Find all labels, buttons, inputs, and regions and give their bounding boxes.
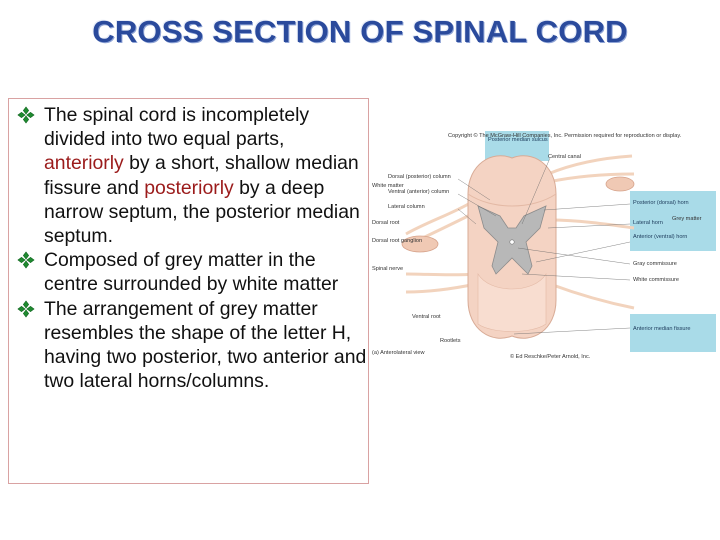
spinal-cord-illustration: Copyright © The McGraw-Hill Companies, I… [372, 131, 716, 360]
bullet-text: Composed of grey matter in the centre su… [44, 249, 339, 296]
right-ganglion [605, 176, 635, 192]
label-anterior-median-fissure: Anterior median fissure [633, 326, 691, 332]
spinal-cord-diagram: Copyright © The McGraw-Hill Companies, I… [372, 124, 720, 368]
label-white-commissure: White commissure [633, 277, 679, 283]
label-dorsal-column: Dorsal (posterior) column [388, 174, 451, 180]
label-dorsal-root: Dorsal root [372, 220, 400, 226]
bullet-text: by a short, shallow median fissure and [44, 152, 359, 199]
leader-lines [457, 157, 631, 335]
label-lateral-column: Lateral column [388, 204, 425, 210]
bullet-item: The spinal cord is incompletely divided … [15, 103, 367, 248]
diamond-bullet-icon [17, 106, 35, 124]
bullet-item: Composed of grey matter in the centre su… [15, 248, 367, 296]
label-anterior-horn: Anterior (ventral) horn [633, 234, 687, 240]
label-lateral-horn: Lateral horn [633, 220, 663, 226]
label-panel-horns [630, 191, 716, 251]
bullet-list: The spinal cord is incompletely divided … [15, 103, 367, 393]
bullet-text: The arrangement of grey matter resembles… [44, 297, 367, 393]
text-panel: The spinal cord is incompletely divided … [8, 98, 369, 484]
diamond-bullet-icon [17, 300, 35, 318]
bullet-text: The spinal cord is incompletely divided … [44, 104, 310, 151]
page-title: CROSS SECTION OF SPINAL CORD [92, 14, 628, 49]
diamond-bullet-icon [17, 251, 35, 269]
dorsal-root-ganglion [401, 235, 439, 253]
bullet-item: The arrangement of grey matter resembles… [15, 297, 367, 394]
label-ventral-column: Ventral (anterior) column [388, 189, 449, 195]
label-ventral-root: Ventral root [412, 314, 441, 320]
central-canal [509, 239, 515, 245]
copyright-top: Copyright © The McGraw-Hill Companies, I… [448, 132, 682, 139]
label-white-matter: White matter [372, 183, 404, 189]
label-central-canal: Central canal [548, 154, 581, 160]
label-posterior-horn: Posterior (dorsal) horn [633, 200, 689, 206]
highlighted-term: posteriorly [144, 176, 234, 199]
label-gray-commissure: Gray commissure [633, 261, 677, 267]
label-dorsal-root-ganglion: Dorsal root ganglion [372, 238, 422, 244]
label-posterior-median-sulcus: Posterior median sulcus [488, 137, 548, 143]
highlighted-term: anteriorly [44, 152, 124, 175]
label-grey-matter: Grey matter [672, 216, 702, 222]
copyright-bottom: © Ed Reschke/Peter Arnold, Inc. [510, 353, 591, 360]
bullet-text: by a deep narrow septum, the posterior m… [44, 176, 360, 248]
label-spinal-nerve: Spinal nerve [372, 266, 403, 272]
label-panel-fissure [630, 314, 716, 352]
label-rootlets: Rootlets [440, 338, 461, 344]
diagram-caption: (a) Anterolateral view [372, 350, 426, 356]
